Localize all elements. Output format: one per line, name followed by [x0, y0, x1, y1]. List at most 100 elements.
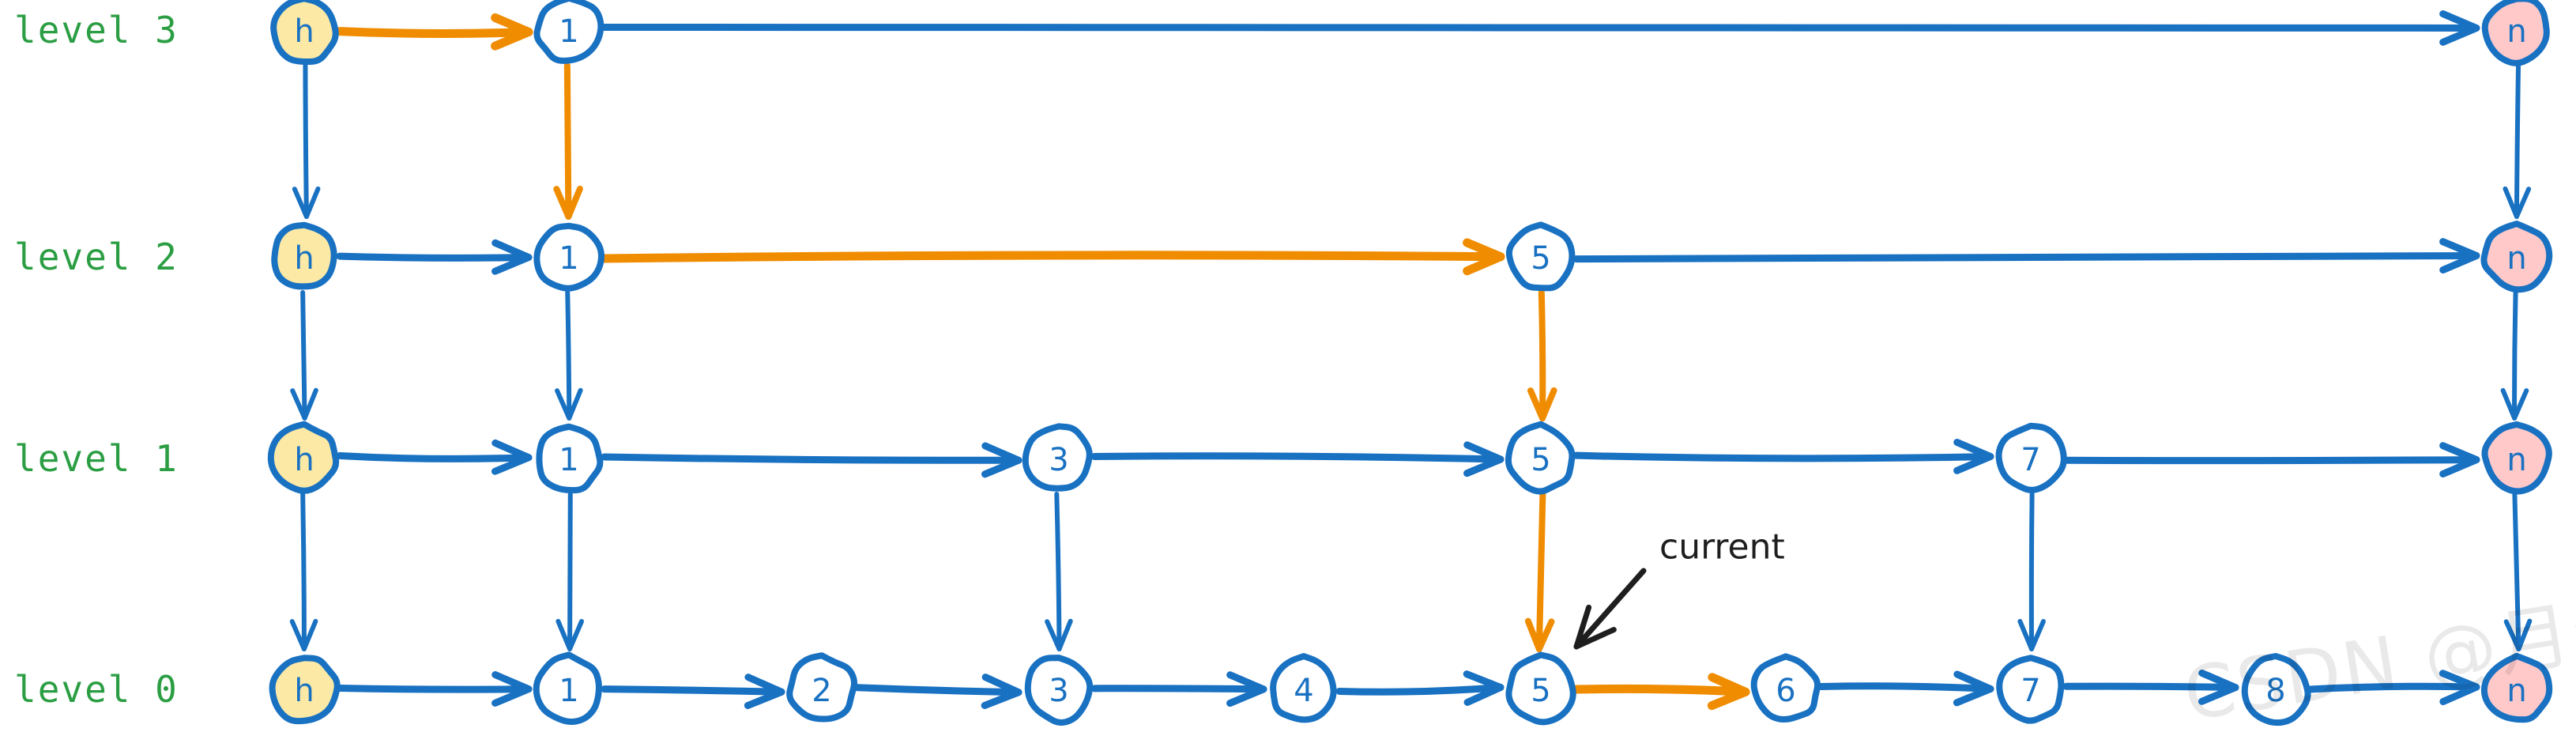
skiplist-node-L3-1[interactable]: 1: [533, 0, 604, 64]
edge-line: [300, 290, 307, 421]
edge-arrowhead: [2439, 442, 2480, 478]
edge-vertical-L2-n-to-L1-n: [2500, 290, 2529, 421]
edge-horizontal-L1-7-to-L1-n: [2062, 442, 2480, 478]
edge-vertical-L1-1-to-L0-1: [555, 492, 584, 651]
edge-line: [336, 252, 533, 262]
node-label: 1: [559, 240, 578, 277]
node-circle: [2481, 421, 2552, 495]
skiplist-node-L2-n[interactable]: n: [2480, 221, 2553, 293]
edge-arrowhead: [1524, 617, 1555, 652]
edge-arrowhead: [289, 618, 318, 651]
edge-horizontal-L0-4-to-L0-5: [1335, 670, 1505, 706]
edge-layer: [289, 10, 2533, 711]
skiplist-node-L1-n[interactable]: n: [2481, 421, 2552, 495]
edge-horizontal-L1-3-to-L1-5: [1090, 441, 1505, 477]
level-label-2: level 1: [14, 437, 179, 480]
edge-line: [1572, 251, 2480, 263]
node-label: 3: [1049, 673, 1068, 709]
skiplist-node-L2-h[interactable]: h: [271, 221, 337, 290]
skiplist-node-L3-n[interactable]: n: [2481, 0, 2550, 66]
skiplist-node-L0-h[interactable]: h: [269, 655, 341, 725]
node-label: n: [2506, 442, 2526, 478]
node-circle: [786, 652, 858, 723]
edge-arrowhead: [555, 387, 583, 421]
edge-arrowhead: [2503, 186, 2532, 219]
node-layer: h 1 n h 1 5 n h 1 3 5 7 n h 1 2 3 4 5 6 7 8 n: [267, 0, 2553, 726]
skiplist-node-L1-1[interactable]: 1: [536, 423, 604, 494]
node-circle: [1505, 221, 1576, 292]
skiplist-node-L2-5[interactable]: 5: [1505, 221, 1576, 292]
annotation-leader-line: [1573, 568, 1647, 650]
edge-vertical-L1-n-to-L0-n: [2503, 492, 2533, 651]
skiplist-node-L2-1[interactable]: 1: [533, 222, 605, 292]
edge-line: [303, 63, 309, 219]
edge-line: [2307, 682, 2480, 693]
node-label: 4: [1294, 673, 1313, 709]
node-circle: [1024, 655, 1094, 726]
edge-line: [600, 251, 1505, 263]
annotation-layer: current: [1573, 527, 1785, 650]
skiplist-node-L0-3[interactable]: 3: [1024, 655, 1094, 726]
level-label-1: level 2: [14, 236, 179, 278]
skiplist-node-L1-3[interactable]: 3: [1022, 423, 1093, 492]
edge-line: [336, 452, 533, 462]
edge-line: [563, 62, 572, 220]
skiplist-node-L0-6[interactable]: 6: [1750, 653, 1821, 723]
edge-line: [1054, 492, 1062, 651]
annotation-arrowhead: [1573, 604, 1617, 650]
skiplist-node-L0-n[interactable]: n: [2480, 652, 2553, 723]
node-label: 6: [1776, 673, 1795, 709]
edge-vertical-L2-1-to-L1-1: [555, 290, 583, 421]
skiplist-node-L1-5[interactable]: 5: [1505, 421, 1576, 495]
edge-horizontal-L1-5-to-L1-7: [1572, 439, 1994, 474]
level-label-0: level 3: [14, 9, 179, 51]
skiplist-node-L1-h[interactable]: h: [267, 421, 340, 494]
node-circle: [2480, 221, 2553, 293]
skiplist-node-L0-7[interactable]: 7: [1996, 655, 2065, 724]
skiplist-node-L3-h[interactable]: h: [270, 0, 339, 66]
edge-vertical-L3-n-to-L2-n: [2503, 63, 2532, 219]
skiplist-node-L0-2[interactable]: 2: [786, 652, 858, 723]
edge-arrowhead: [555, 618, 584, 651]
annotation-current-pointer: current: [1573, 527, 1785, 650]
node-circle: [1270, 653, 1337, 723]
edge-arrowhead: [491, 13, 533, 51]
node-label: 5: [1531, 673, 1550, 709]
edge-vertical-L2-5-to-L1-5: [1527, 289, 1557, 421]
edge-horizontal-L0-8-to-L0-n: [2307, 670, 2480, 706]
node-label: h: [294, 673, 314, 709]
edge-horizontal-L0-5-to-L0-6: [1572, 673, 1750, 711]
edge-arrowhead: [292, 186, 321, 219]
node-label: 8: [2265, 673, 2285, 709]
node-circle: [1996, 655, 2065, 724]
edge-vertical-L1-h-to-L0-h: [289, 492, 318, 651]
edge-line: [2062, 456, 2480, 465]
edge-line: [1572, 451, 1994, 462]
edge-arrowhead: [1463, 441, 1505, 477]
edge-arrowhead: [744, 674, 785, 710]
edge-line: [1535, 491, 1546, 652]
skiplist-node-L0-1[interactable]: 1: [533, 651, 602, 725]
skiplist-node-L1-7[interactable]: 7: [1995, 422, 2067, 493]
edge-line: [601, 23, 2480, 32]
edge-line: [2512, 290, 2518, 421]
edge-arrowhead: [1953, 439, 1994, 474]
skiplist-node-L0-4[interactable]: 4: [1270, 653, 1337, 723]
node-circle: [2480, 652, 2553, 723]
edge-arrowhead: [491, 239, 533, 275]
node-circle: [1505, 651, 1576, 726]
edge-arrowhead: [491, 439, 533, 475]
node-label: n: [2506, 673, 2526, 709]
edge-vertical-L2-h-to-L1-h: [290, 290, 318, 421]
edge-vertical-L1-7-to-L0-7: [2017, 492, 2046, 651]
node-label: 5: [1531, 442, 1550, 478]
node-label: h: [294, 13, 314, 50]
edge-arrowhead: [2198, 669, 2239, 705]
edge-vertical-L3-1-to-L2-1: [553, 62, 583, 220]
edge-line: [2512, 492, 2521, 651]
skiplist-node-L0-8[interactable]: 8: [2241, 653, 2311, 726]
edge-horizontal-L1-h-to-L1-1: [336, 439, 533, 475]
skiplist-node-L0-5[interactable]: 5: [1505, 651, 1576, 726]
